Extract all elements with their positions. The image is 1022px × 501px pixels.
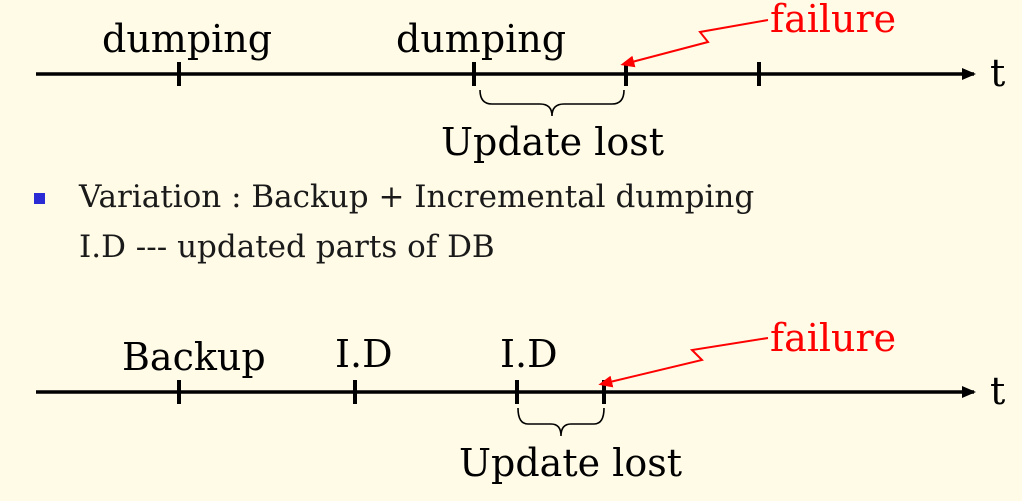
timeline-1-update-lost-brace [479, 89, 625, 117]
timeline-2: Backup I.D I.D t failure Update lost [36, 316, 1005, 485]
bullet-line-variation: Variation : Backup + Incremental dumping [79, 179, 755, 215]
timeline-2-label-backup: Backup [122, 335, 266, 379]
timeline-2-axis-label: t [990, 369, 1005, 413]
bullet-square-icon [34, 193, 45, 204]
timeline-2-update-lost-label: Update lost [459, 441, 682, 485]
timeline-1-label-dumping-1: dumping [102, 17, 272, 61]
timeline-1-label-dumping-2: dumping [396, 17, 566, 61]
timeline-1-failure-label: failure [770, 0, 896, 41]
timeline-1-failure-arrow [620, 19, 769, 68]
bullet-line-id-definition: I.D --- updated parts of DB [79, 229, 495, 265]
timeline-2-failure-label: failure [770, 316, 896, 360]
timeline-2-failure-arrow [598, 337, 769, 388]
timeline-1-update-lost-label: Update lost [441, 120, 664, 164]
timeline-2-label-id-2: I.D [500, 332, 558, 376]
timeline-1: dumping dumping t failure Update lost [36, 0, 1005, 164]
timeline-2-update-lost-brace [517, 407, 605, 437]
timeline-2-label-id-1: I.D [335, 332, 393, 376]
timeline-1-axis-label: t [990, 51, 1005, 95]
